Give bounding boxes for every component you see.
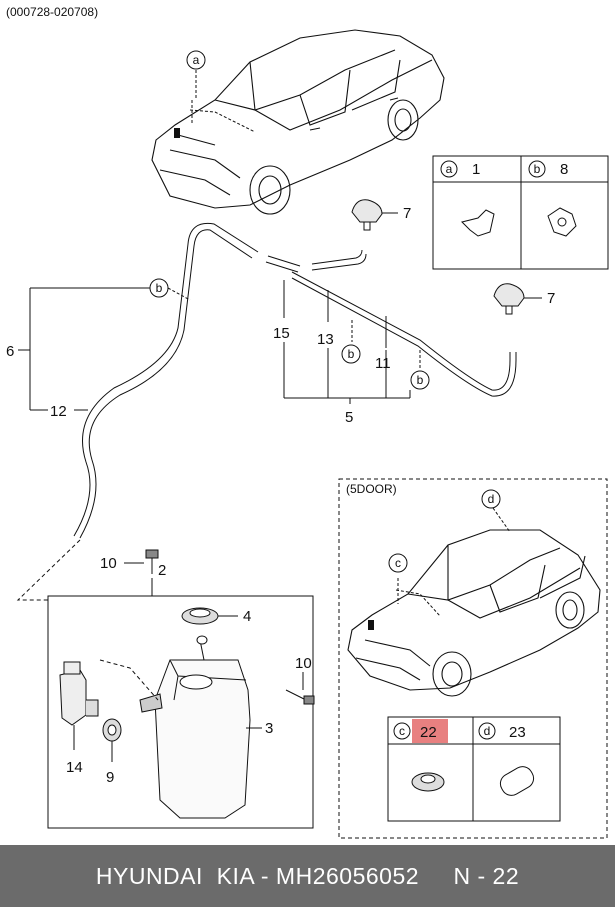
footer-text: HYUNDAI KIA - MH26056052 N - 22	[95, 862, 520, 889]
svg-text:b: b	[348, 347, 355, 361]
hose-15-13-11	[265, 249, 517, 397]
pump-leader-dashed	[99, 659, 159, 701]
reservoir-frame	[47, 595, 314, 829]
callout-b-mid: b	[341, 344, 361, 364]
bracket-6	[18, 287, 191, 411]
part-5-label: 5	[345, 409, 353, 426]
pump-grommet	[102, 718, 122, 762]
part-4-label: 4	[243, 608, 251, 625]
footer-bar: HYUNDAI KIA - MH26056052 N - 22	[0, 845, 615, 907]
clip-table: a 1 b 8	[432, 155, 609, 270]
nozzle-upper	[351, 199, 398, 231]
callout-d-inset: d	[481, 489, 501, 509]
part-1-label: 1	[472, 161, 480, 178]
svg-text:b: b	[156, 281, 163, 295]
callout-c-inset: c	[388, 553, 408, 573]
part-22-label: 22	[420, 724, 437, 741]
parts-diagram: (000728-020708) a a 1 b 8	[6, 5, 609, 839]
part-3-label: 3	[265, 720, 273, 737]
sedan-car-illustration	[151, 29, 445, 215]
part-6-label: 6	[6, 343, 14, 360]
part-14-label: 14	[66, 759, 83, 776]
screw-10-top	[124, 549, 159, 574]
reservoir-cap	[181, 607, 238, 625]
reservoir-leader-dashed	[16, 539, 81, 601]
hatchback-car-illustration	[347, 529, 601, 697]
part-7-lower-label: 7	[547, 290, 555, 307]
part-9-label: 9	[106, 769, 114, 786]
svg-text:a: a	[446, 162, 453, 176]
callout-b-right: b	[410, 370, 430, 390]
reservoir-tank	[139, 635, 262, 819]
five-door-label: (5DOOR)	[346, 482, 397, 496]
part-13-label: 13	[317, 331, 334, 348]
hose-12	[73, 222, 259, 539]
hatchback-nozzle-mark	[368, 620, 374, 630]
seal-23-drawing	[499, 766, 535, 796]
svg-text:b: b	[534, 162, 541, 176]
bolt-10-right	[285, 672, 315, 705]
five-door-inset-frame	[338, 478, 608, 839]
grommet-table: c 22 d 23	[387, 716, 561, 822]
part-10-right-label: 10	[295, 655, 312, 672]
callout-a-top: a	[186, 50, 206, 70]
part-2-label: 2	[158, 562, 166, 579]
svg-text:d: d	[484, 724, 491, 738]
sedan-nozzle-mark	[174, 128, 180, 138]
hatchback-hose-line	[395, 578, 441, 617]
svg-text:b: b	[417, 373, 424, 387]
leader-d	[492, 507, 511, 533]
part-7-upper-label: 7	[403, 205, 411, 222]
bracket-5	[283, 280, 421, 404]
part-15-label: 15	[273, 325, 290, 342]
svg-text:d: d	[488, 492, 495, 506]
diagram-code: (000728-020708)	[6, 5, 98, 19]
svg-text:c: c	[395, 556, 401, 570]
washer-pump	[59, 661, 99, 750]
sedan-hose-line	[189, 100, 256, 133]
part-12-label: 12	[50, 403, 67, 420]
svg-text:a: a	[193, 53, 200, 67]
svg-text:c: c	[399, 724, 405, 738]
part-22-highlight	[412, 719, 448, 743]
part-11-label: 11	[375, 355, 391, 372]
part-23-label: 23	[509, 724, 526, 741]
callout-b-left: b	[149, 278, 169, 298]
part-8-label: 8	[560, 161, 568, 178]
part-10-top-label: 10	[100, 555, 117, 572]
nozzle-lower	[493, 283, 542, 315]
